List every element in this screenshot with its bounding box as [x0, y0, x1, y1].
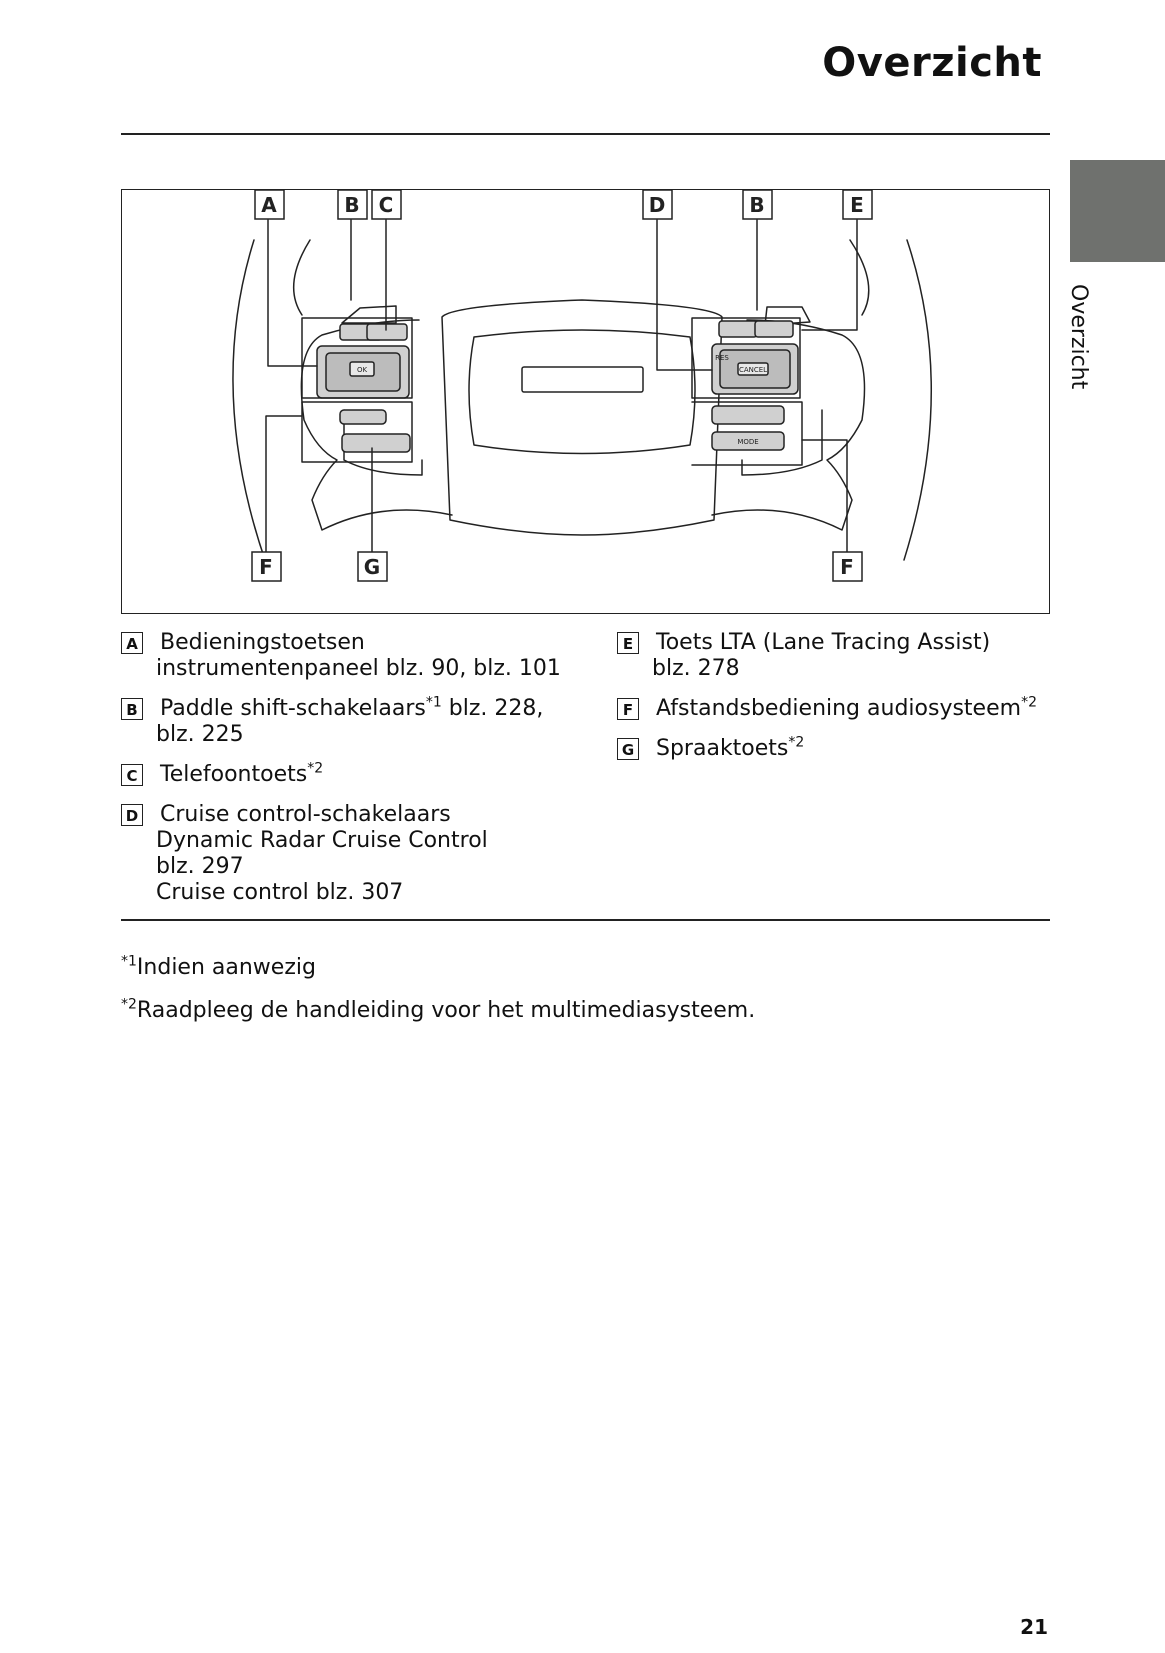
footnote-2-mark: *2 [121, 996, 137, 1013]
display-window [521, 366, 644, 393]
svg-text:B: B [344, 193, 359, 217]
legend-text-f: Afstandsbediening audiosysteem [656, 696, 1022, 721]
legend-divider [121, 919, 1050, 921]
mode-button-label: MODE [737, 438, 758, 446]
right-switch-cluster [711, 320, 799, 451]
legend-text-d-cont-1: Dynamic Radar Cruise Control [156, 828, 488, 853]
legend-right: E Toets LTA (Lane Tracing Assist)blz. 27… [617, 630, 1057, 776]
svg-text:F: F [259, 555, 273, 579]
wheel-rim-right [903, 239, 933, 561]
header-divider [121, 133, 1050, 135]
footnote-1: *1Indien aanwezig [121, 955, 316, 980]
svg-text:A: A [261, 193, 277, 217]
legend-badge-f: F [617, 698, 639, 720]
wheel-rim-left [232, 239, 266, 561]
legend-text-d-cont-2: blz. 297 [156, 854, 244, 879]
callout-c-top: C [371, 190, 402, 220]
legend-text-a: Bedieningstoetsen [160, 630, 365, 655]
legend-item-f: F Afstandsbediening audiosysteem*2 [617, 696, 1057, 722]
legend-item-e: E Toets LTA (Lane Tracing Assist)blz. 27… [617, 630, 1057, 682]
legend-badge-a: A [121, 632, 143, 654]
res-button-label: RES [715, 354, 729, 362]
legend-badge-d: D [121, 804, 143, 826]
legend-text-e: Toets LTA (Lane Tracing Assist) [656, 630, 991, 655]
svg-text:G: G [364, 555, 380, 579]
legend-item-g: G Spraaktoets*2 [617, 736, 1057, 762]
legend-badge-g: G [617, 738, 639, 760]
svg-text:F: F [840, 555, 854, 579]
wheel-center-inner [468, 329, 696, 455]
spoke-left [300, 319, 453, 531]
wheel-center [441, 299, 723, 536]
callout-b-top-right: B [742, 190, 773, 220]
callout-g-bottom: G [357, 551, 388, 582]
page-number: 21 [1020, 1615, 1048, 1639]
callout-leaders [265, 219, 858, 553]
legend-text-b-after: blz. 228, [441, 696, 544, 721]
footnote-1-text: Indien aanwezig [136, 955, 316, 980]
steering-wheel-illustration: OK RES CANCEL MODE A B C D B E F G F [232, 190, 933, 582]
legend-sup-g: *2 [788, 734, 805, 751]
legend-text-c: Telefoontoets [160, 762, 308, 787]
legend-text-b: Paddle shift-schakelaars [160, 696, 426, 721]
footnote-1-mark: *1 [121, 953, 137, 970]
legend-sup-f: *2 [1021, 694, 1037, 711]
callout-b-top-left: B [337, 190, 368, 220]
svg-text:E: E [850, 193, 864, 217]
paddle-left [341, 305, 397, 324]
footnote-2-text: Raadpleeg de handleiding voor het multim… [136, 998, 756, 1023]
ok-button-label: OK [357, 366, 368, 374]
legend-text-d-cont-3: Cruise control blz. 307 [156, 880, 404, 905]
section-tab-label: Overzicht [1066, 284, 1091, 390]
legend-text-b-cont: blz. 225 [156, 722, 244, 747]
callout-a-top: A [254, 190, 285, 220]
callout-d-top: D [642, 190, 673, 220]
left-switch-cluster [316, 323, 411, 453]
page-title: Overzicht [822, 40, 1042, 86]
legend-badge-c: C [121, 764, 143, 786]
steering-wheel-figure: OK RES CANCEL MODE A B C D B E F G F [121, 189, 1050, 614]
legend-text-a-cont: instrumentenpaneel blz. 90, blz. 101 [156, 656, 561, 681]
legend-sup-b: *1 [425, 694, 442, 711]
legend-text-g: Spraaktoets [656, 736, 789, 761]
callout-f-bottom-right: F [832, 551, 863, 582]
cancel-button-label: CANCEL [739, 366, 767, 374]
legend-item-c: C Telefoontoets*2 [121, 762, 581, 788]
spoke-right [711, 319, 866, 531]
callout-f-bottom-left: F [251, 551, 282, 582]
callout-e-top: E [842, 190, 873, 220]
legend-text-d: Cruise control-schakelaars [160, 802, 451, 827]
svg-text:B: B [749, 193, 764, 217]
legend-badge-e: E [617, 632, 639, 654]
svg-text:C: C [379, 193, 394, 217]
footnote-2: *2Raadpleeg de handleiding voor het mult… [121, 998, 755, 1023]
legend-text-e-cont: blz. 278 [652, 656, 740, 681]
legend-item-b: B Paddle shift-schakelaars*1 blz. 228, bl… [121, 696, 581, 748]
section-tab-marker [1070, 160, 1165, 262]
svg-text:D: D [649, 193, 666, 217]
legend-sup-c: *2 [307, 760, 324, 777]
legend-badge-b: B [121, 698, 143, 720]
